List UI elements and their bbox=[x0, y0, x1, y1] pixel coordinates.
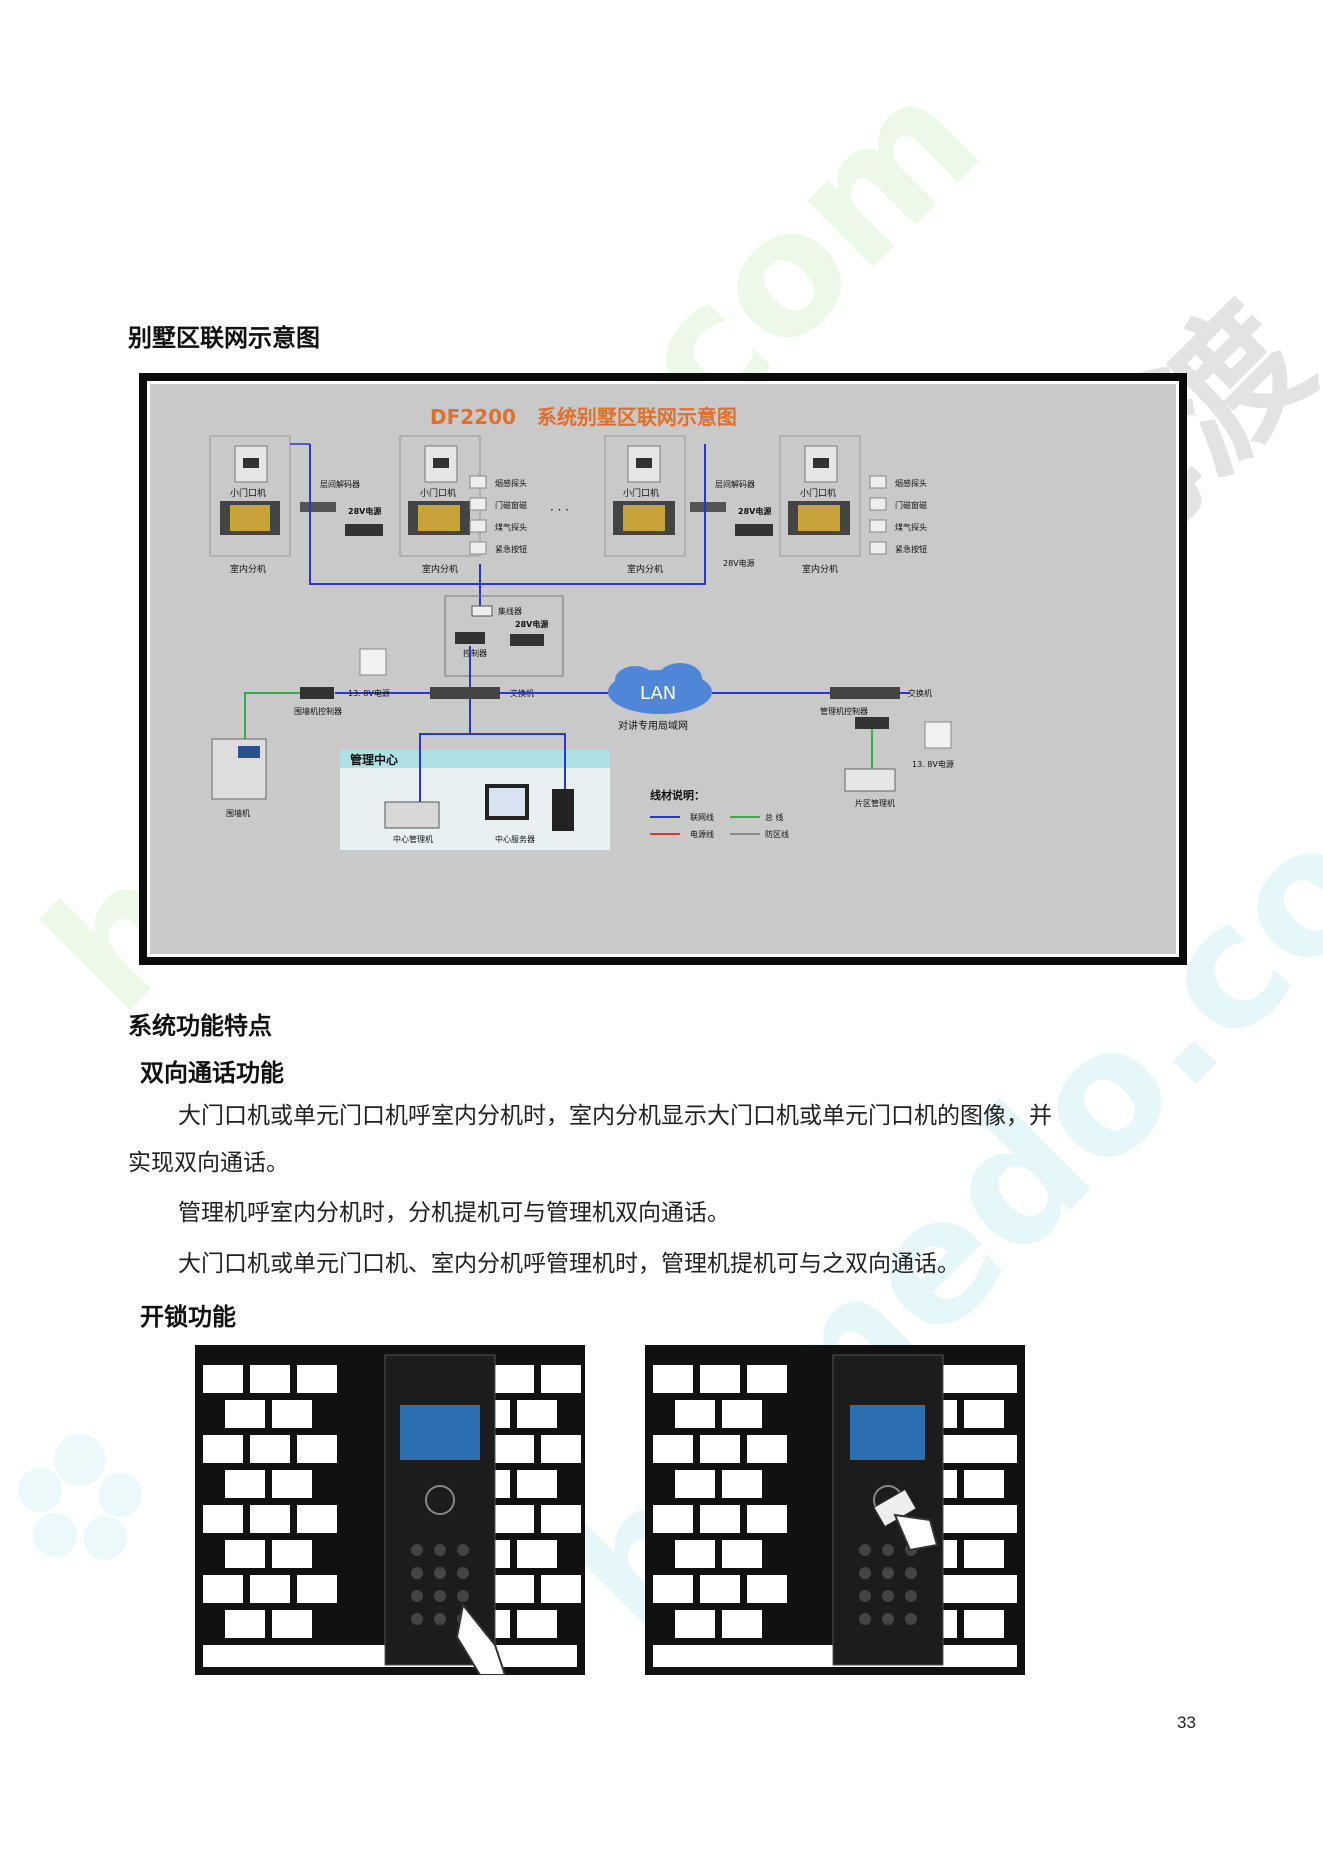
area-manager-icon bbox=[844, 768, 896, 792]
lan-caption: 对讲专用局域网 bbox=[618, 719, 688, 732]
smoke-probe-label-2: 烟感探头 bbox=[895, 478, 927, 488]
power-13v-icon-left bbox=[359, 648, 387, 676]
paragraph-2: 管理机呼室内分机时，分机提机可与管理机双向通话。 bbox=[178, 1200, 730, 1226]
center-manager-label: 中心管理机 bbox=[393, 834, 433, 844]
power-28v-label-2: 28V电源 bbox=[738, 506, 771, 516]
outdoor-unit-label-4: 小门口机 bbox=[800, 487, 836, 499]
power-28v-label-center: 28V电源 bbox=[515, 619, 548, 629]
network-diagram-canvas: DF2200 系统别墅区联网示意图 小门口机 室内分机 小门口机 室内分机 层间… bbox=[147, 381, 1179, 957]
villa-group-right: 小门口机 室内分机 小门口机 室内分机 层间解码器 28V电源 28V电源 bbox=[604, 435, 927, 575]
outdoor-unit-label-3: 小门口机 bbox=[623, 487, 659, 499]
concentrator-label: 集线器 bbox=[498, 606, 522, 616]
power-13v-icon-right bbox=[924, 721, 952, 749]
floor-decoder-label-2: 层间解码器 bbox=[715, 479, 755, 489]
floor-decoder-label-1: 层间解码器 bbox=[320, 479, 360, 489]
switch-icon-right bbox=[830, 687, 900, 699]
emergency-button-label-1: 紧急按钮 bbox=[495, 544, 527, 554]
villa-network-heading: 别墅区联网示意图 bbox=[128, 324, 320, 352]
indoor-unit-label-4: 室内分机 bbox=[802, 563, 838, 575]
controller-label: 控制器 bbox=[463, 648, 487, 658]
legend-network: 联网线 bbox=[690, 812, 714, 822]
switch-icon bbox=[430, 687, 500, 699]
power-13v-label-left: 13. 8V电源 bbox=[348, 688, 390, 698]
legend-title: 线材说明： bbox=[650, 788, 705, 802]
floor-decoder-icon-2 bbox=[690, 502, 726, 512]
outdoor-unit-label-2: 小门口机 bbox=[420, 487, 456, 499]
diagram-title: DF2200 系统别墅区联网示意图 bbox=[430, 405, 737, 429]
network-diagram: DF2200 系统别墅区联网示意图 小门口机 室内分机 小门口机 室内分机 层间… bbox=[139, 373, 1187, 965]
indoor-unit-label-1: 室内分机 bbox=[230, 563, 266, 575]
legend-zone: 防区线 bbox=[765, 829, 789, 839]
power-28v-label-1: 28V电源 bbox=[348, 506, 381, 516]
unlock-card-illustration bbox=[645, 1345, 1025, 1675]
controller-icon bbox=[455, 632, 485, 644]
power-28v-icon-2 bbox=[735, 524, 773, 536]
diagram-ellipsis: · · · bbox=[550, 503, 569, 517]
concentrator-icon bbox=[471, 605, 493, 617]
lan-cloud: LAN bbox=[608, 663, 712, 714]
area-manager-label: 片区管理机 bbox=[855, 798, 895, 808]
floor-decoder-icon bbox=[300, 502, 336, 512]
power-13v-label-right: 13. 8V电源 bbox=[912, 759, 954, 769]
power-28v-icon-center bbox=[510, 634, 544, 646]
smoke-probe-label-1: 烟感探头 bbox=[495, 478, 527, 488]
manager-controller-label: 管理机控制器 bbox=[820, 706, 868, 716]
features-heading: 系统功能特点 bbox=[128, 1012, 272, 1040]
card-reader-icon bbox=[425, 1485, 455, 1515]
door-magnet-label-2: 门磁窗磁 bbox=[895, 500, 927, 510]
cable-legend: 线材说明： 联网线 总 线 电源线 防区线 bbox=[650, 788, 789, 839]
villa-group-left: 小门口机 室内分机 小门口机 室内分机 层间解码器 28V电源 烟感探头 bbox=[209, 435, 527, 575]
emergency-button-label-2: 紧急按钮 bbox=[895, 544, 927, 554]
door-magnet-label-1: 门磁窗磁 bbox=[495, 500, 527, 510]
management-center-label: 管理中心 bbox=[350, 752, 398, 767]
unlock-heading: 开锁功能 bbox=[140, 1303, 236, 1331]
legend-bus: 总 线 bbox=[765, 812, 784, 822]
network-diagram-svg: DF2200 系统别墅区联网示意图 小门口机 室内分机 小门口机 室内分机 层间… bbox=[209, 405, 954, 850]
wall-controller-icon bbox=[300, 687, 334, 699]
paragraph-1-line-2: 实现双向通话。 bbox=[128, 1150, 289, 1176]
unlock-keypad-illustration bbox=[195, 1345, 585, 1675]
sensor-list-right: 烟感探头 门磁窗磁 煤气探头 紧急按钮 bbox=[869, 475, 927, 555]
hand-pressing-icon bbox=[455, 1602, 507, 1675]
center-manager-icon bbox=[384, 801, 440, 829]
center-server-label: 中心服务器 bbox=[495, 834, 535, 844]
door-station-screen-2 bbox=[850, 1405, 925, 1460]
paragraph-1-line-1: 大门口机或单元门口机呼室内分机时，室内分机显示大门口机或单元门口机的图像，并 bbox=[178, 1103, 1052, 1129]
power-28v-icon bbox=[345, 524, 383, 536]
power-28v-label-3: 28V电源 bbox=[723, 558, 755, 568]
wall-unit-label: 围墙机 bbox=[226, 808, 250, 818]
paragraph-3: 大门口机或单元门口机、室内分机呼管理机时，管理机提机可与之双向通话。 bbox=[178, 1251, 960, 1277]
gas-probe-label-1: 煤气探头 bbox=[495, 522, 527, 532]
sensor-list-left: 烟感探头 门磁窗磁 煤气探头 紧急按钮 bbox=[469, 475, 527, 555]
door-station-screen bbox=[400, 1405, 480, 1460]
gas-probe-label-2: 煤气探头 bbox=[895, 522, 927, 532]
outdoor-unit-label-1: 小门口机 bbox=[230, 487, 266, 499]
wall-controller-label: 围墙机控制器 bbox=[294, 706, 342, 716]
two-way-call-heading: 双向通话功能 bbox=[140, 1059, 284, 1087]
concentrator-box bbox=[444, 595, 564, 677]
legend-power: 电源线 bbox=[690, 829, 714, 839]
indoor-unit-label-3: 室内分机 bbox=[627, 563, 663, 575]
page-number: 33 bbox=[1177, 1713, 1196, 1732]
indoor-unit-label-2: 室内分机 bbox=[422, 563, 458, 575]
switch-label-2: 交换机 bbox=[908, 688, 932, 698]
lan-label: LAN bbox=[640, 683, 676, 704]
hand-holding-card-icon bbox=[893, 1513, 939, 1552]
manager-controller-icon bbox=[855, 717, 889, 729]
